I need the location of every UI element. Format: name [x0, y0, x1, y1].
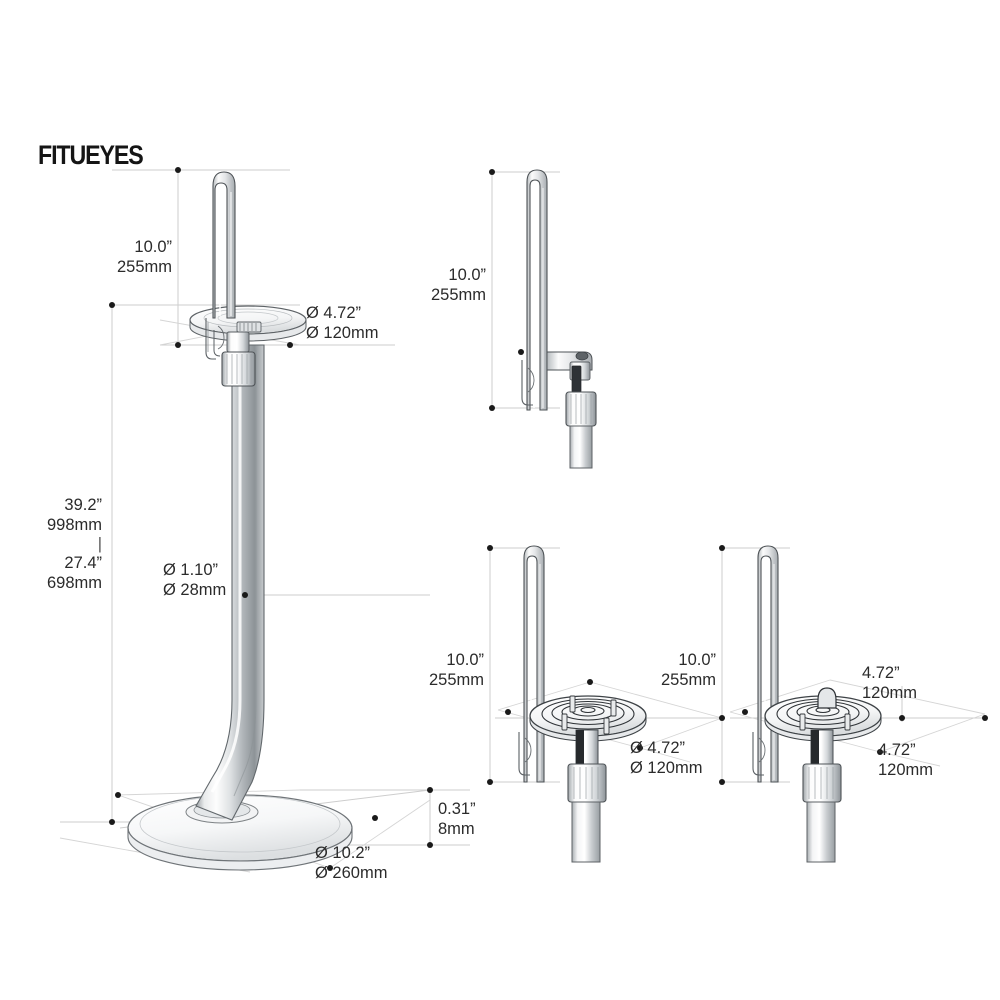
- dimension-value-inch: 10.0”: [446, 651, 484, 669]
- dimension-min-inch: 27.4”: [64, 554, 102, 572]
- view-top-right-side: [521, 169, 597, 469]
- dimension-value-inch: 4.72”: [862, 664, 900, 682]
- dimension-view-tr-arm-height: 10.0” 255mm: [396, 265, 486, 305]
- main-pole: [195, 344, 265, 821]
- dimension-value-mm: Ø 28mm: [163, 581, 227, 599]
- dimension-base-thickness: 0.31” 8mm: [438, 799, 476, 839]
- dimension-value-mm: 255mm: [428, 671, 484, 689]
- dimension-view-br-arm-height: 10.0” 255mm: [626, 650, 716, 690]
- dimension-value-mm: 255mm: [660, 671, 716, 689]
- dimension-view-br-depth: 4.72” 120mm: [862, 663, 917, 703]
- perspective-guides-view-br: [729, 679, 986, 767]
- view-bottom-right: [752, 545, 882, 863]
- dimension-min-mm: 698mm: [46, 574, 102, 592]
- dimension-main-arm-height: 10.0” 255mm: [62, 237, 172, 277]
- dimension-value-inch: 10.0”: [134, 238, 172, 256]
- dimension-value-inch: Ø 10.2”: [315, 844, 371, 862]
- brand-logo-part-2: EYES: [85, 140, 144, 170]
- dimension-value-inch: Ø 4.72”: [306, 304, 362, 322]
- dimension-view-br-width: 4.72” 120mm: [878, 740, 933, 780]
- dimension-value-mm: Ø 120mm: [306, 324, 379, 342]
- dimension-value-inch: 4.72”: [878, 741, 916, 759]
- dimension-value-mm: 255mm: [116, 258, 172, 276]
- dimension-view-bm-disc-diameter: Ø 4.72” Ø 120mm: [630, 738, 702, 778]
- dimension-main-pole-diameter: Ø 1.10” Ø 28mm: [163, 560, 226, 600]
- main-knob: [221, 331, 256, 387]
- main-stand-view: [127, 171, 353, 871]
- dimension-value-mm: Ø 120mm: [630, 759, 703, 777]
- dimension-value-inch: 10.0”: [448, 266, 486, 284]
- dimension-max-mm: 998mm: [46, 516, 102, 534]
- dimension-value-inch: Ø 4.72”: [630, 739, 686, 757]
- dimension-value-mm: 120mm: [862, 684, 918, 702]
- dimension-value-inch: 0.31”: [438, 800, 476, 818]
- brand-logo-part-1: FITU: [38, 140, 86, 170]
- dimension-lines-view-tr: [491, 171, 560, 409]
- dimension-value-inch: Ø 1.10”: [163, 561, 219, 579]
- dimension-value-inch: 10.0”: [678, 651, 716, 669]
- dimension-endpoint-dots: [109, 167, 988, 871]
- dimension-main-disc-diameter: Ø 4.72” Ø 120mm: [306, 303, 378, 343]
- dimension-value-mm: 8mm: [438, 820, 475, 838]
- main-u-bracket-arm: [205, 171, 236, 360]
- view-bottom-middle: [518, 545, 647, 863]
- dimension-view-bm-arm-height: 10.0” 255mm: [394, 650, 484, 690]
- dimension-max-inch: 39.2”: [64, 496, 102, 514]
- dimension-base-diameter: Ø 10.2” Ø 260mm: [315, 843, 387, 883]
- dimension-main-pole-height-range: 39.2” 998mm | 27.4” 698mm: [0, 495, 102, 593]
- dimension-value-mm: Ø 260mm: [315, 864, 388, 882]
- dimension-range-separator: |: [97, 535, 102, 553]
- brand-logo: FITUEYES: [38, 140, 144, 171]
- dimension-value-mm: 120mm: [878, 761, 934, 779]
- dimension-value-mm: 255mm: [430, 286, 486, 304]
